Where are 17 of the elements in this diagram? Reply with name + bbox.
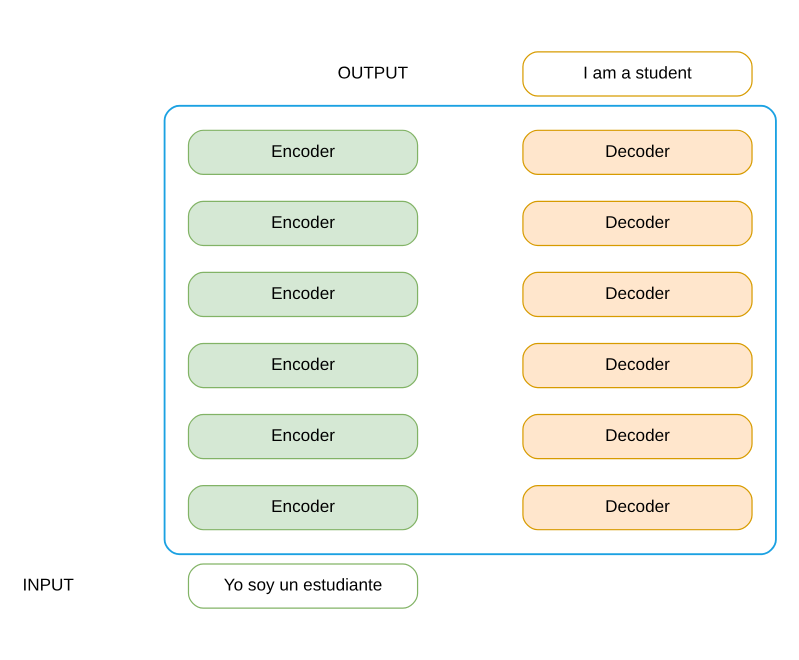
- node-box: Encoder: [188, 342, 418, 388]
- node-box: Encoder: [188, 414, 418, 460]
- node-box: Encoder: [188, 200, 418, 246]
- node-box: Decoder: [522, 414, 753, 460]
- label: OUTPUT: [338, 62, 408, 82]
- node-box: Encoder: [188, 484, 418, 530]
- label: INPUT: [22, 574, 74, 595]
- node-box: Encoder: [188, 130, 418, 176]
- node-box: Decoder: [522, 130, 753, 176]
- node-box: Decoder: [522, 200, 753, 246]
- node-box: Encoder: [188, 272, 418, 318]
- node-box: Yo soy un estudiante: [188, 563, 418, 609]
- node-box: Decoder: [522, 342, 753, 388]
- node-box: Decoder: [522, 484, 753, 530]
- cluster: [164, 104, 777, 556]
- node-box: I am a student: [522, 51, 753, 97]
- node-box: Decoder: [522, 272, 753, 318]
